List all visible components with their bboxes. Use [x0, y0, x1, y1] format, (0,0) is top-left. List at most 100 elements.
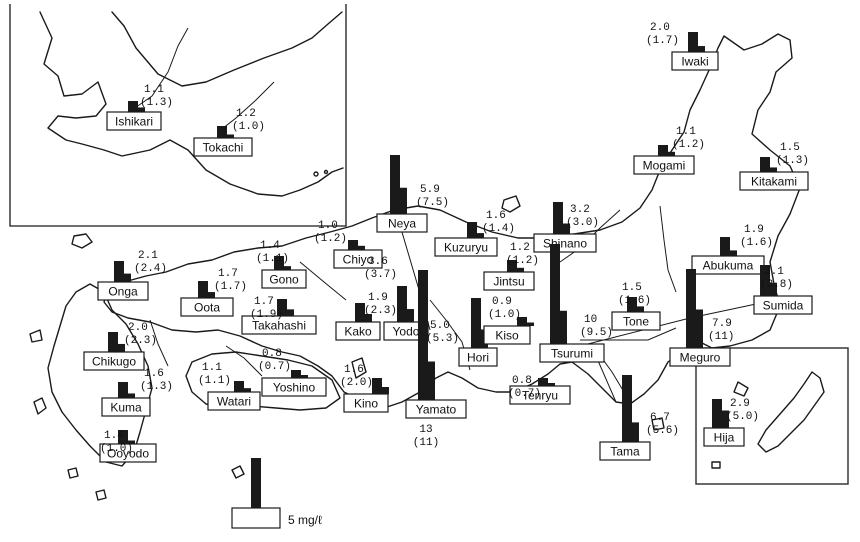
value-text-watari: 1.1 [202, 362, 222, 374]
prev-text-hori: (5.3) [426, 333, 459, 345]
river-name-gono: Gono [269, 273, 299, 287]
label-box-meguro [669, 347, 731, 367]
value-bar-meguro [686, 269, 696, 348]
prev-text-onga: (2.4) [134, 263, 167, 275]
river-name-kino: Kino [354, 397, 378, 411]
value-text-kako: 1.9 [368, 292, 388, 304]
prev-bar-tama [632, 422, 639, 442]
label-box-gono [261, 269, 307, 289]
river-name-kako: Kako [344, 325, 372, 339]
value-bar-tokachi [217, 126, 227, 138]
value-text-chiyo: 1.0 [318, 220, 338, 232]
value-bar-gono [274, 256, 284, 270]
value-bar-kuzuryu [467, 222, 477, 238]
prev-text-yoshino: (0.7) [258, 361, 291, 373]
value-bar-yodo [397, 286, 407, 322]
prev-bar-mogami [668, 151, 675, 156]
prev-text-abukuma: (1.6) [740, 237, 773, 249]
prev-bar-shinano [563, 223, 570, 234]
label-box-kitakami [739, 171, 809, 191]
value-text-hori: 5.0 [430, 320, 450, 332]
prev-text-sumida: (3.8) [760, 279, 793, 291]
value-bar-oota [198, 281, 208, 298]
prev-text-tokachi: (1.0) [232, 121, 265, 133]
value-text-tsurumi: 10 [584, 314, 597, 326]
river-name-yoshino: Yoshino [273, 381, 316, 395]
prev-text-kiso: (1.0) [488, 309, 521, 321]
river-name-kiso: Kiso [495, 329, 519, 343]
value-text-tenryu: 0.8 [512, 375, 532, 387]
legend-bar [251, 458, 261, 508]
value-text-kiso: 0.9 [492, 296, 512, 308]
label-box-ooyodo [99, 443, 157, 463]
value-text-oota: 1.7 [218, 268, 238, 280]
label-box-mogami [633, 155, 695, 175]
legend-label: 5 mg/ℓ [288, 513, 322, 527]
river-name-ooyodo: Ooyodo [107, 447, 149, 461]
value-text-kino: 1.6 [344, 364, 364, 376]
value-bar-mogami [658, 145, 668, 156]
prev-text-gono: (1.1) [256, 253, 289, 265]
label-box-shinano [533, 233, 597, 253]
prev-text-watari: (1.1) [198, 375, 231, 387]
okinawa-inset [695, 347, 849, 485]
prev-text-tenryu: (0.7) [508, 388, 541, 400]
value-bar-tenryu [538, 378, 548, 386]
prev-text-ishikari: (1.3) [140, 97, 173, 109]
prev-text-chikugo: (2.3) [124, 335, 157, 347]
label-box-ishikari [106, 111, 162, 131]
label-box-kino [343, 393, 389, 413]
river-marker-gono: Gono 1.4(1.1) [256, 240, 307, 289]
river-name-yamato: Yamato [416, 403, 457, 417]
prev-bar-kiso [527, 322, 534, 326]
value-bar-kitakami [760, 157, 770, 172]
river-name-iwaki: Iwaki [681, 55, 708, 69]
value-bar-onga [114, 261, 124, 282]
value-text-kitakami: 1.5 [780, 142, 800, 154]
river-name-sumida: Sumida [763, 299, 804, 313]
hokkaido-inset [9, 4, 347, 227]
river-name-oota: Oota [194, 301, 220, 315]
label-box-tone [611, 311, 661, 331]
value-text-yodo: 3.6 [368, 256, 388, 268]
prev-bar-watari [244, 388, 251, 392]
river-name-yodo: Yodo [393, 325, 420, 339]
prev-bar-kitakami [770, 167, 777, 172]
prev-bar-abukuma [730, 250, 737, 256]
prev-text-ooyodo: (1.0) [100, 443, 133, 455]
value-text-iwaki: 2.0 [650, 22, 670, 34]
prev-bar-yoshino [301, 375, 308, 378]
value-text-gono: 1.4 [260, 240, 280, 252]
prev-text-tama: (5.6) [646, 425, 679, 437]
prev-bar-takahashi [287, 309, 294, 316]
value-bar-kako [355, 303, 365, 322]
value-text-shinano: 3.2 [570, 204, 590, 216]
label-box-onga [97, 281, 149, 301]
label-box-jintsu [483, 271, 535, 291]
prev-bar-neya [400, 187, 407, 214]
prev-bar-chiyo [358, 245, 365, 250]
value-text-kuma: 1.6 [144, 368, 164, 380]
value-text-abukuma: 1.9 [744, 224, 764, 236]
river-name-kitakami: Kitakami [751, 175, 797, 189]
value-text-chikugo: 2.0 [128, 322, 148, 334]
label-box-sumida [753, 295, 813, 315]
value-bar-hija [712, 399, 722, 428]
prev-bar-hija [722, 410, 729, 428]
legend-box [231, 507, 281, 529]
river-name-tsurumi: Tsurumi [551, 347, 593, 361]
value-text-ooyodo: 1.4 [104, 430, 124, 442]
label-box-kuzuryu [434, 237, 498, 257]
